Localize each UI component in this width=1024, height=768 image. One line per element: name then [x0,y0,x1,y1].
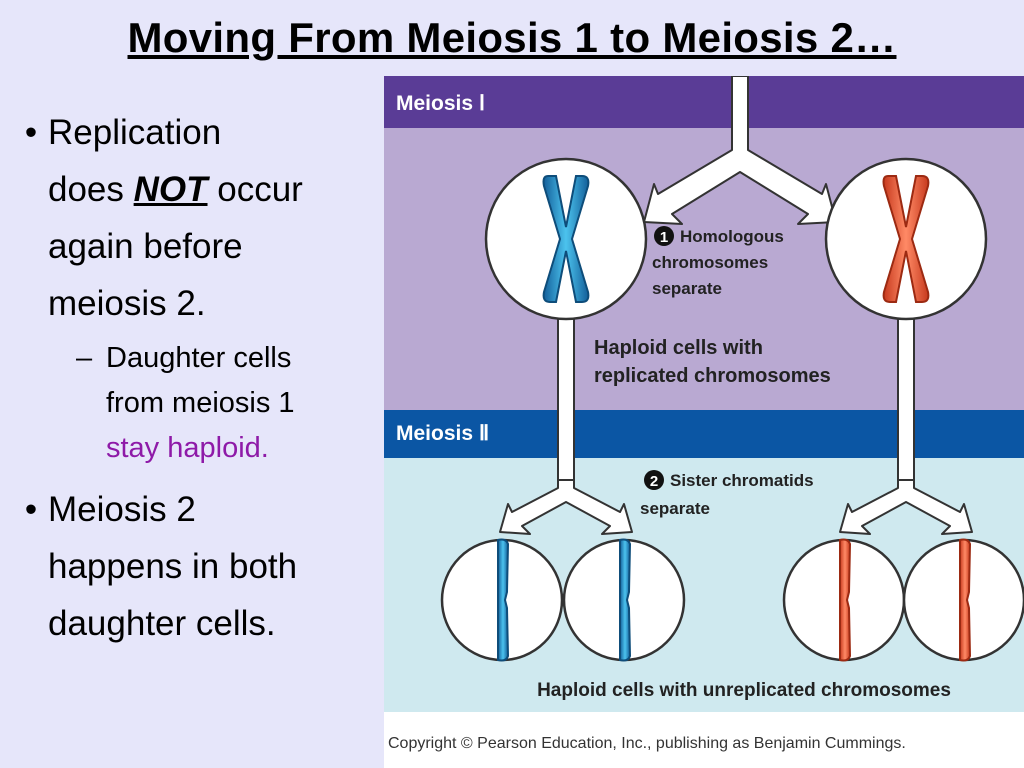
step2-line-2: separate [640,499,710,518]
bullet-text: Replication does NOT occur again before … [48,104,384,332]
bullet-line: again before [48,227,243,266]
bullet-line: meiosis 2. [48,284,206,323]
step1-line-1: Homologous [680,227,784,246]
step2-number-circle [644,470,664,490]
step1-line-3: separate [652,279,722,298]
meiosis-figure: Meiosis Ⅰ Meiosis Ⅱ 1 Homologous chromos… [384,76,1024,768]
bullet-line: happens in both [48,547,298,586]
haploid-replicated-line-1: Haploid cells with [594,337,763,359]
sub-bullet-daughter-cells: – Daughter cells from meiosis 1 stay hap… [76,336,384,471]
bullet-line: does NOT occur [48,161,384,218]
bullet-list: • Replication does NOT occur again befor… [14,104,384,652]
sub-bullet-highlight: stay haploid. [106,432,269,464]
bullet-text-post: occur [207,170,303,209]
step1-number: 1 [660,229,668,246]
bullet-line: daughter cells. [48,604,276,643]
sub-bullet-text: Daughter cells from meiosis 1 stay haplo… [106,336,384,471]
meiosis-diagram: Meiosis Ⅰ Meiosis Ⅱ 1 Homologous chromos… [384,76,1024,768]
sub-bullet-dash: – [76,342,93,374]
haploid-unreplicated-caption: Haploid cells with unreplicated chromoso… [537,680,951,701]
split-arrow-right [839,479,973,535]
chromatid-red-2 [959,538,972,662]
bullet-replication: • Replication does NOT occur again befor… [14,104,384,332]
meiosis1-label: Meiosis Ⅰ [396,92,485,115]
haploid-replicated-line-2: replicated chromosomes [594,365,831,387]
step2-line-1: Sister chromatids [670,471,814,490]
copyright-text: Copyright © Pearson Education, Inc., pub… [388,735,906,752]
meiosis2-header-bar [384,410,1024,458]
meiosis1-header-bar [384,76,1024,128]
step1-number-circle [654,226,674,246]
bullet-line: Replication [48,113,222,152]
chromosome-blue-replicated [542,175,590,303]
chromatid-blue-2 [619,538,632,662]
step2-number: 2 [650,473,658,490]
emphasis-not: NOT [133,170,208,209]
chromatid-blue-1 [497,538,510,662]
slide-title: Moving From Meiosis 1 to Meiosis 2… [127,14,897,61]
chromatid-red-1 [839,538,852,662]
sub-bullet-line: from meiosis 1 [106,387,295,419]
split-arrow-left [499,479,633,535]
bullet-dot: • [24,113,38,152]
bullet-dot: • [24,490,38,529]
copyright-background [384,712,1024,768]
bullet-text: Meiosis 2 happens in both daughter cells… [48,481,384,652]
split-arrow-top [643,76,837,225]
bullet-text-pre: does [48,170,134,209]
sub-bullet-line: Daughter cells [106,342,292,374]
chromosome-red-replicated [882,175,930,303]
bullet-line: Meiosis 2 [48,490,196,529]
meiosis2-label: Meiosis Ⅱ [396,422,489,445]
bullet-meiosis2: • Meiosis 2 happens in both daughter cel… [14,481,384,652]
step1-line-2: chromosomes [652,253,768,272]
